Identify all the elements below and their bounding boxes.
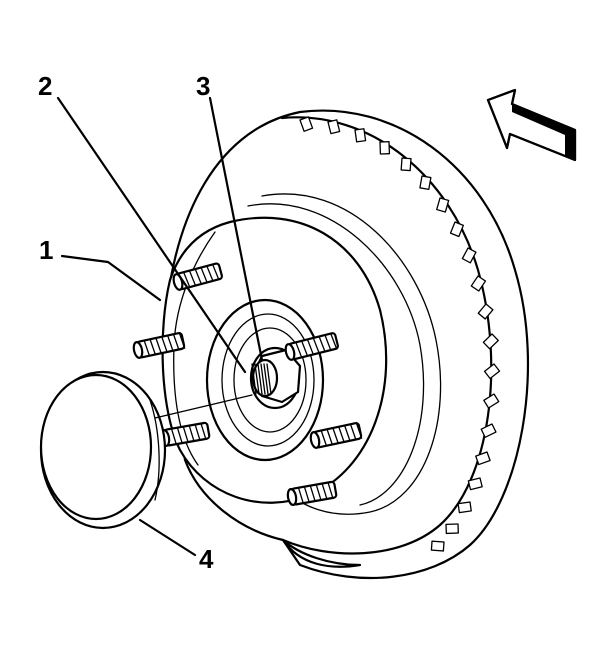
- cooling-vane: [470, 275, 487, 292]
- hub-center: [205, 298, 325, 462]
- callout-3: 3: [196, 71, 210, 101]
- cooling-vane: [436, 197, 450, 213]
- leader-2: [56, 96, 247, 374]
- leader-4: [138, 518, 197, 557]
- cooling-vane: [299, 116, 314, 132]
- thread-line: [254, 363, 260, 395]
- callout-1: 1: [39, 235, 53, 265]
- cooling-vane: [467, 477, 483, 491]
- thread-line: [263, 363, 269, 395]
- cooling-vane: [419, 175, 432, 191]
- leader-3: [208, 96, 264, 362]
- thread-line: [257, 363, 263, 395]
- cooling-vane: [400, 157, 412, 172]
- cooling-vane: [354, 128, 367, 143]
- thread-line: [251, 363, 257, 395]
- leader-1: [60, 254, 162, 302]
- cooling-vane: [477, 303, 494, 320]
- cooling-vane: [430, 540, 445, 552]
- thread-line: [266, 363, 272, 395]
- cooling-vane: [483, 393, 500, 409]
- wheel-stud: [286, 480, 338, 507]
- cooling-vane: [475, 451, 491, 466]
- cooling-vane: [327, 119, 341, 135]
- callout-leaders: [56, 96, 264, 557]
- cooling-vane: [445, 523, 459, 535]
- wheel-stud: [284, 332, 339, 361]
- cooling-vane: [480, 423, 497, 438]
- callout-4: 4: [199, 544, 214, 574]
- view-direction-arrow-icon: [486, 88, 577, 162]
- thread-line: [260, 363, 266, 395]
- rotor-cooling-vanes: [299, 116, 501, 552]
- wheel-stud: [309, 422, 363, 449]
- wheel-stud: [132, 332, 186, 359]
- cooling-vane: [449, 221, 464, 238]
- dust-cap: [39, 370, 253, 530]
- cooling-vane: [457, 501, 472, 514]
- cooling-vane: [482, 333, 499, 350]
- cooling-vane: [483, 363, 501, 380]
- cooling-vane: [379, 141, 391, 155]
- callout-2: 2: [38, 71, 52, 101]
- cooling-vane: [461, 247, 477, 264]
- axle-threads: [251, 363, 272, 395]
